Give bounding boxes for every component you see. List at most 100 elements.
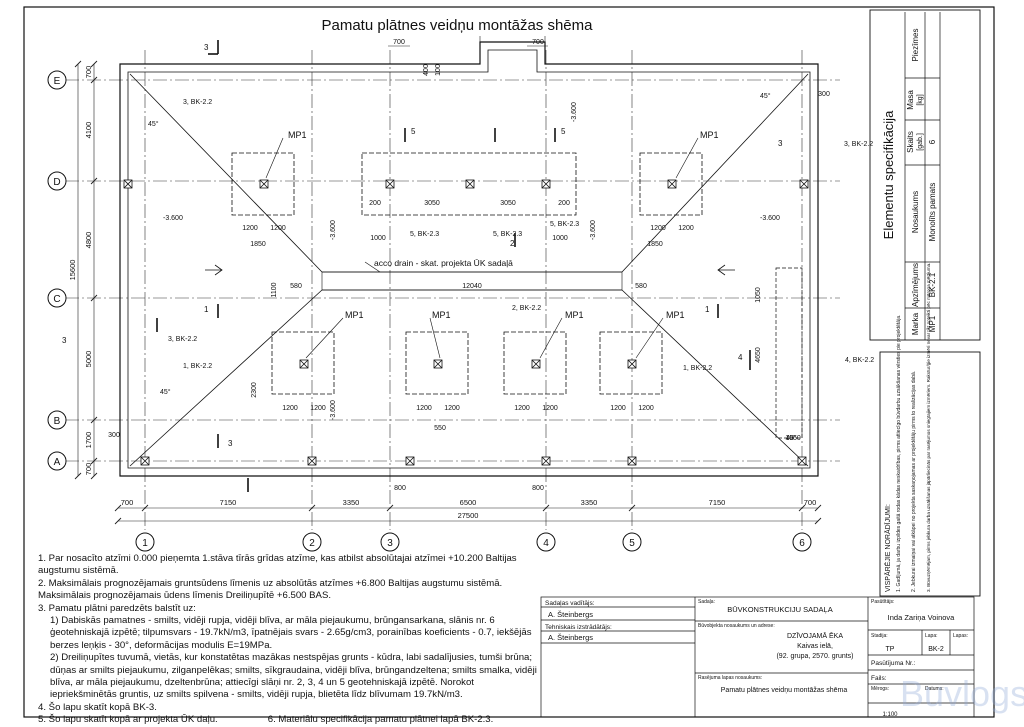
note-line: 1) Dabiskās pamatnes - smilts, vidēji ru… <box>50 615 532 651</box>
note-line: 2. Maksimālais prognozējamais gruntsūden… <box>38 577 503 602</box>
section-number: 4 <box>738 353 743 362</box>
tb-label: Stadija: <box>871 633 888 639</box>
spec-cell: 6 <box>928 139 937 144</box>
dim-bottom: 3350 <box>343 498 360 507</box>
spec-unit: [kg] <box>917 94 924 105</box>
inner-dim: 3050 <box>424 200 440 207</box>
note-line: 2) Dreiliņupītes tuvumā, vietās, kur kon… <box>50 652 537 701</box>
dim-left: 1700 <box>84 432 93 449</box>
dim-bottom: 700 <box>804 498 817 507</box>
dim-bottom: 7150 <box>709 498 726 507</box>
dim-top: 700 <box>532 39 544 46</box>
spec-table <box>904 12 941 340</box>
angle-label: 45° <box>148 120 159 128</box>
spec-cell: MP1 <box>928 315 937 332</box>
inner-dim: 1200 <box>310 405 326 412</box>
tb-label: Rasējuma lapas nosaukums: <box>698 675 762 681</box>
axis-label-b: B <box>54 416 61 427</box>
dim-top: 700 <box>393 39 405 46</box>
level-mark: -3.600 <box>330 220 337 240</box>
inner-dim: 1200 <box>242 225 258 232</box>
tb-label: Sadaļa: <box>698 599 715 605</box>
dim-bottom: 6500 <box>460 498 477 507</box>
pads <box>231 152 703 395</box>
section-number: 3 <box>228 439 233 448</box>
axis-label-a: A <box>54 457 61 468</box>
section-number: 3 <box>62 336 67 345</box>
spec-header: Apzīmējums <box>911 263 920 307</box>
inner-dim: 2300 <box>251 382 258 398</box>
axis-lines-vertical <box>144 50 803 530</box>
level-mark: -3.600 <box>571 102 578 122</box>
sheet-frame <box>23 6 995 718</box>
inner-dim: 1000 <box>552 235 568 242</box>
dim-bottom-total: 27500 <box>458 511 479 520</box>
axis-label-6: 6 <box>799 538 805 549</box>
spec-header: Nosaukums <box>911 191 920 233</box>
acco-drain <box>321 271 623 291</box>
spec-header: Marka <box>911 312 920 335</box>
inner-dim: 1200 <box>638 405 654 412</box>
watermark: Buvlogs <box>900 673 1024 714</box>
dim-left-total: 15600 <box>68 260 77 281</box>
general-notes-frame <box>879 351 981 597</box>
inner-dim: 3050 <box>500 200 516 207</box>
note-line: 5. Šo lapu skatīt kopā ar projekta ŪK da… <box>38 714 218 726</box>
drawing-title: Pamatu plātnes veidņu montāžas shēma <box>322 17 594 34</box>
note-line: 5. Šo lapu skatīt kopā ar projekta ŪK da… <box>38 714 538 726</box>
axis-label-4: 4 <box>543 538 549 549</box>
leaders <box>265 137 699 359</box>
general-note: 1. Gadījumā, ja darbu izpildes gaitā rod… <box>896 315 902 592</box>
tb-value: A. Šteinbergs <box>548 610 593 619</box>
spec-cell: BK-2.1 <box>928 272 937 297</box>
dim-top: 400 <box>423 64 430 76</box>
spec-header: Masa <box>906 90 915 110</box>
dim-left: 700 <box>84 66 93 79</box>
inner-dim: 300 <box>108 432 120 439</box>
tb-value: A. Šteinbergs <box>548 633 593 642</box>
section-ref: 5, BK-2.3 <box>550 221 579 228</box>
section-number: 3 <box>778 139 783 148</box>
spec-unit: [gab.] <box>917 133 924 151</box>
tb-label: Pasūtītājs: <box>871 599 894 605</box>
inner-dim: 1200 <box>282 405 298 412</box>
section-ref: 1, BK-2.2 <box>683 365 712 372</box>
pad-label: MP1 <box>666 310 685 320</box>
inner-dim: 1200 <box>270 225 286 232</box>
slab-outline <box>119 41 819 477</box>
tb-label: Būvobjekta nosaukums un adrese: <box>698 623 775 629</box>
section-number: 3 <box>204 43 209 52</box>
pad-label: MP1 <box>700 130 719 140</box>
inner-dim: 200 <box>558 200 570 207</box>
section-number: 5 <box>411 127 416 136</box>
level-mark: -3.600 <box>163 215 183 222</box>
section-number: 2 <box>510 239 515 248</box>
pad-label: MP1 <box>565 310 584 320</box>
inner-dim: 1200 <box>678 225 694 232</box>
dimension-lines <box>77 36 818 522</box>
level-mark: -3.600 <box>330 400 337 420</box>
axis-bubbles-h <box>47 70 67 471</box>
note-line: 4. Šo lapu skatīt kopā BK-3. <box>38 701 157 713</box>
section-ref: 2, BK-2.2 <box>512 305 541 312</box>
spec-cell: Monolīts pamats <box>928 183 937 242</box>
tb-label: Mērogs: <box>871 686 889 692</box>
inner-dim: 1850 <box>250 241 266 248</box>
tb-value: (92. grupa, 2570. grunts) <box>776 653 853 660</box>
section-ref: 3, BK-2.2 <box>844 141 873 148</box>
axis-label-2: 2 <box>309 538 315 549</box>
tb-label: Pasūtījuma Nr.: <box>871 660 916 667</box>
section-ref: 5, BK-2.3 <box>493 231 522 238</box>
inner-dim: 1050 <box>785 435 801 442</box>
tb-value: 1:100 <box>882 712 898 718</box>
pad-label: MP1 <box>345 310 364 320</box>
axis-bubbles-v <box>135 532 812 552</box>
general-note: 3. Būvuzņēmējam, pirms jebkura darba uzs… <box>925 263 931 592</box>
tb-value: Inda Zariņa Voinova <box>888 613 956 622</box>
dim-top: 100 <box>435 64 442 76</box>
inner-dim: 1850 <box>647 241 663 248</box>
section-ref: 3, BK-2.2 <box>168 336 197 343</box>
axis-label-3: 3 <box>387 538 393 549</box>
axis-label-d: D <box>53 177 60 188</box>
